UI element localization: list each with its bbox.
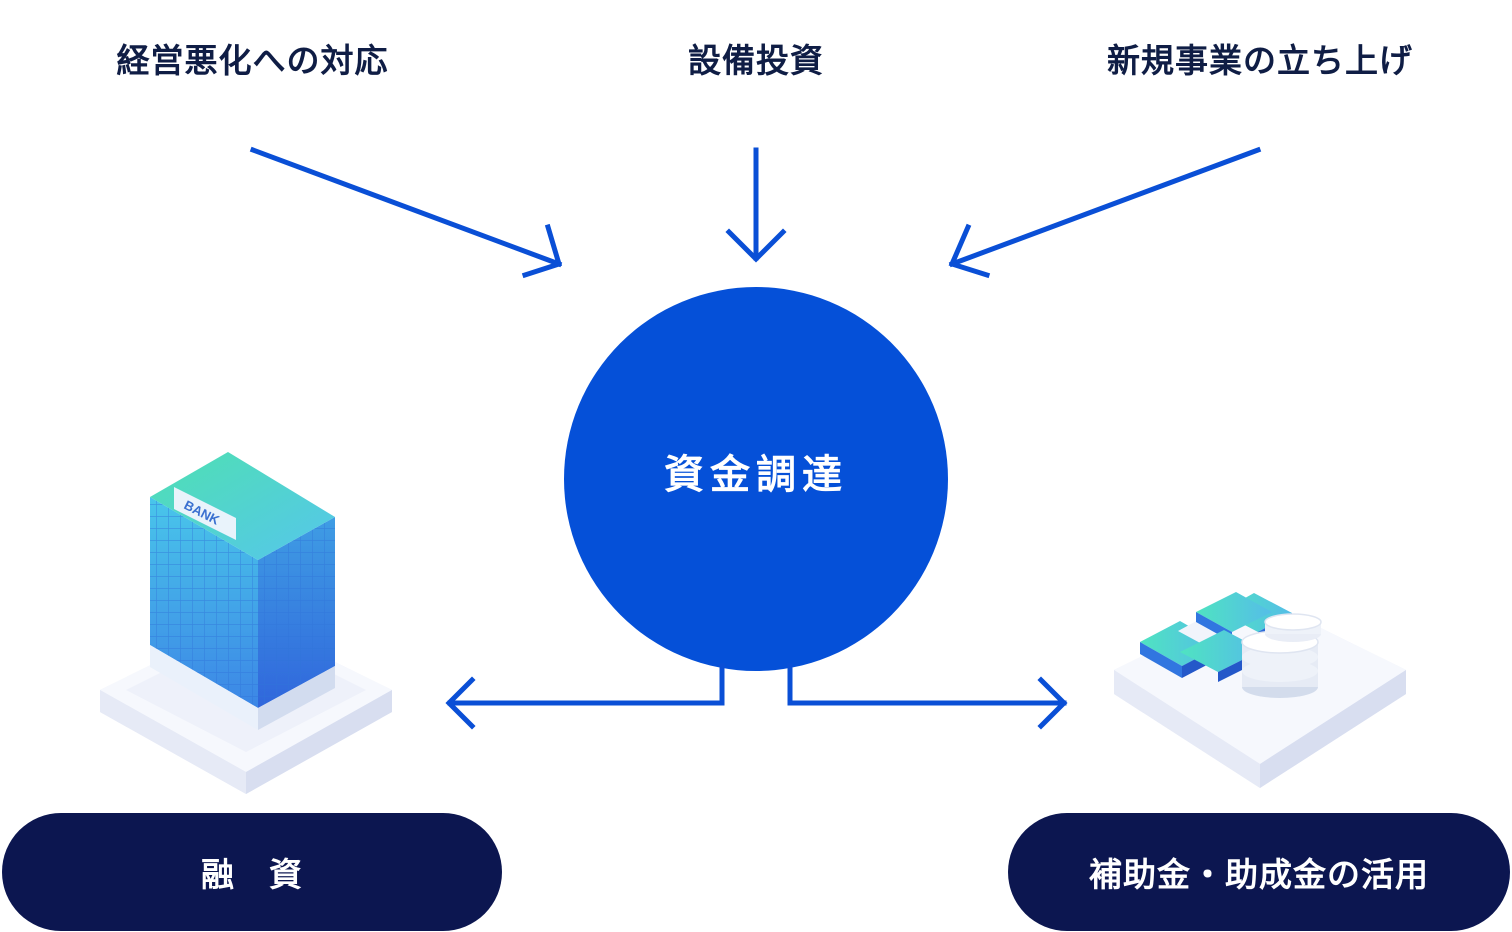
input-label-management-response: 経営悪化への対応 (116, 41, 389, 80)
arrow-from-left-input (249, 146, 563, 279)
center-label-fundraising: 資金調達 (664, 452, 848, 498)
output-pill-subsidy: 補助金・助成金の活用 (1008, 813, 1510, 931)
arrow-to-right-output (787, 663, 1068, 730)
input-label-capital-investment: 設備投資 (688, 41, 824, 80)
center-circle (564, 287, 948, 671)
arrow-from-middle-input (725, 147, 787, 263)
output-pill-loan: 融 資 (2, 813, 502, 931)
bank-building-icon: BANK (100, 452, 392, 794)
money-stack-coins-icon (1114, 592, 1406, 788)
input-label-new-business: 新規事業の立ち上げ (1107, 41, 1413, 80)
arrow-from-right-input (948, 146, 1262, 279)
arrow-to-left-output (445, 663, 725, 730)
